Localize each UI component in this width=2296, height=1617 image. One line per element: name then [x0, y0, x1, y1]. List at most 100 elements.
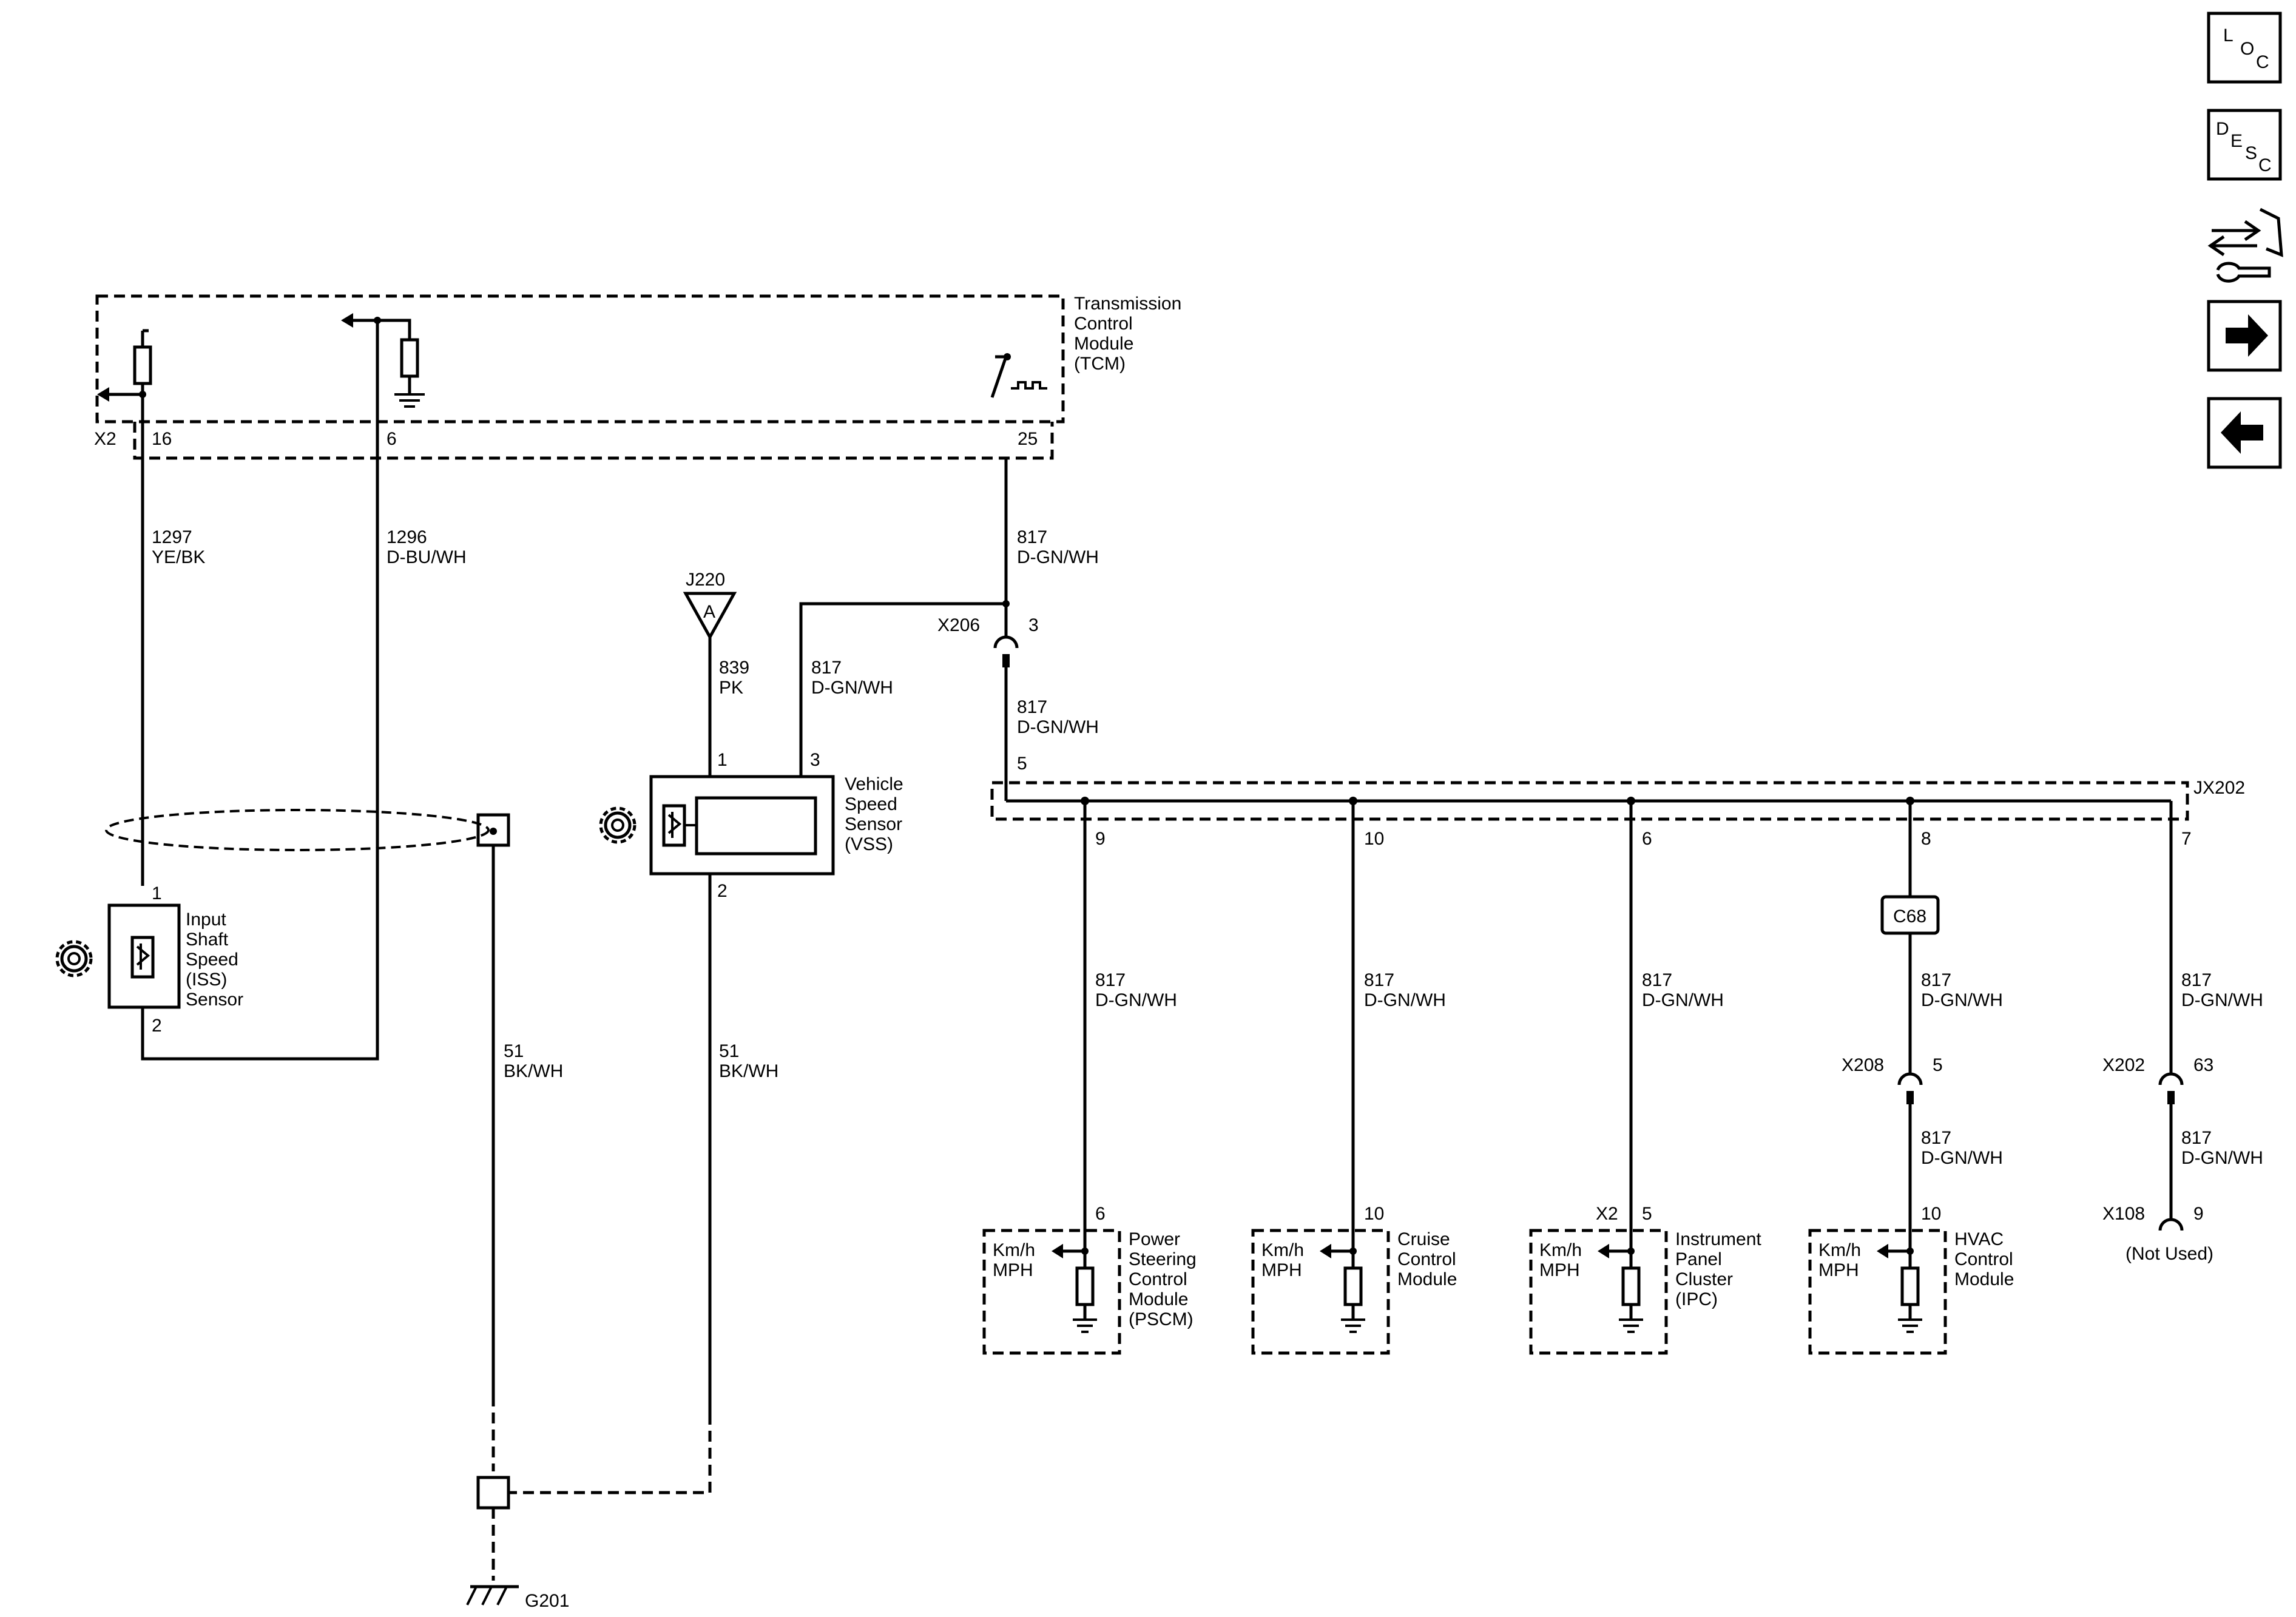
wire-817-cruise-color: D-GN/WH	[1364, 990, 1446, 1010]
pscm-label-5: (PSCM)	[1129, 1309, 1194, 1329]
jx202-splice: 5 JX202 9 10 6 8 7	[990, 754, 2245, 849]
vss-pin-3: 3	[810, 750, 820, 770]
ground-splice-box	[476, 1476, 510, 1510]
tcm-pin-25: 25	[1018, 429, 1038, 449]
wire-817-x108-number: 817	[2181, 1128, 2212, 1148]
tcm-label-4: (TCM)	[1074, 354, 1126, 374]
wire-817-pscm-color: D-GN/WH	[1095, 990, 1177, 1010]
x108-connector: X108 9 (Not Used)	[2102, 1204, 2213, 1264]
arrow-left-icon[interactable]	[2207, 397, 2282, 469]
iss-sensor: 1 2 Input Shaft Speed (ISS) Sensor	[107, 883, 243, 1036]
x202-name: X202	[2102, 1055, 2145, 1075]
x206-pin: 3	[1028, 615, 1039, 635]
hvac-unit-mph: MPH	[1818, 1260, 1859, 1280]
tcm-label-1: Transmission	[1074, 294, 1181, 314]
cruise-label-2: Control	[1397, 1249, 1456, 1269]
jx202-pin-6: 6	[1642, 829, 1652, 849]
pscm-unit-mph: MPH	[993, 1260, 1033, 1280]
tcm-pin-6: 6	[387, 429, 397, 449]
tcm-label-2: Control	[1074, 314, 1133, 334]
hvac-label-3: Module	[1954, 1269, 2014, 1289]
x202-connector: X202 63	[2102, 1055, 2213, 1104]
cruise-pin: 10	[1364, 1204, 1384, 1224]
desc-letter-s: S	[2245, 143, 2257, 163]
desc-button[interactable]: D E S C	[2207, 109, 2282, 181]
wire-1297-color: YE/BK	[152, 547, 205, 567]
wire-51-vss-number: 51	[719, 1041, 739, 1061]
wire-51-vss-color: BK/WH	[719, 1061, 778, 1081]
module-pscm: 6 Km/h MPH Power Steering Control Module…	[982, 1204, 1197, 1355]
hvac-pin: 10	[1921, 1204, 1941, 1224]
hvac-label-1: HVAC	[1954, 1229, 2004, 1249]
loc-letter-c: C	[2256, 52, 2269, 72]
j220-letter: A	[703, 602, 715, 622]
pscm-label-2: Steering	[1129, 1249, 1197, 1269]
wire-1296	[141, 320, 379, 1061]
wire-817-ipc-number: 817	[1642, 970, 1672, 990]
desc-letter-c: C	[2258, 155, 2272, 175]
ipc-unit-mph: MPH	[1539, 1260, 1580, 1280]
wire-1296-number: 1296	[387, 527, 427, 547]
jx202-pin-7: 7	[2181, 829, 2192, 849]
cruise-label-3: Module	[1397, 1269, 1457, 1289]
x208-pin: 5	[1933, 1055, 1943, 1075]
ipc-label-4: (IPC)	[1675, 1289, 1718, 1309]
jx202-name: JX202	[2193, 778, 2245, 798]
wire-839-color: PK	[719, 678, 743, 698]
jx202-pin-8: 8	[1921, 829, 1931, 849]
ground-g201-icon	[466, 1585, 519, 1605]
iss-pin-2: 2	[152, 1016, 162, 1036]
jx202-in-pin: 5	[1017, 754, 1027, 774]
tcm-label-3: Module	[1074, 334, 1133, 354]
module-hvac: 10 Km/h MPH HVAC Control Module	[1808, 1204, 2014, 1355]
pscm-label-3: Control	[1129, 1269, 1187, 1289]
wire-817-vss-number: 817	[811, 658, 842, 678]
cruise-unit-kmh: Km/h	[1261, 1240, 1304, 1260]
wire-817-hvac2-color: D-GN/WH	[1921, 1148, 2003, 1168]
wire-817-cruise-number: 817	[1364, 970, 1394, 990]
wire-817-x206-color: D-GN/WH	[1017, 717, 1099, 737]
wire-817-vss	[799, 602, 1006, 777]
ipc-pin: 5	[1642, 1204, 1652, 1224]
iss-label-5: Sensor	[186, 990, 243, 1010]
desc-letter-d: D	[2216, 119, 2229, 139]
vss-sensor: 1 3 2 Vehicle Speed Sensor (VSS)	[649, 750, 903, 901]
c68-label: C68	[1893, 906, 1926, 927]
wire-1297-number: 1297	[152, 527, 192, 547]
pscm-pin: 6	[1095, 1204, 1106, 1224]
wire-817-hvac2-number: 817	[1921, 1128, 1951, 1148]
x108-name: X108	[2102, 1204, 2145, 1224]
vss-label-4: (VSS)	[845, 834, 893, 854]
ipc-connector: X2	[1596, 1204, 1618, 1224]
x206-connector: X206 3	[937, 615, 1039, 667]
wire-817-tcm-color: D-GN/WH	[1017, 547, 1099, 567]
c68-connector: C68	[1880, 895, 1940, 935]
tcm-pin-16: 16	[152, 429, 172, 449]
ipc-unit-kmh: Km/h	[1539, 1240, 1582, 1260]
loc-button[interactable]: L O C	[2207, 12, 2282, 84]
vss-label-1: Vehicle	[845, 774, 903, 794]
pscm-label-1: Power	[1129, 1229, 1180, 1249]
desc-letter-e: E	[2230, 131, 2243, 151]
wire-817-tcm-number: 817	[1017, 527, 1047, 547]
wire-839-number: 839	[719, 658, 749, 678]
wire-817-pscm-number: 817	[1095, 970, 1126, 990]
module-ipc: X2 5 Km/h MPH Instrument Panel Cluster (…	[1529, 1204, 1761, 1355]
tcm-module: Transmission Control Module (TCM) X2 16 …	[94, 294, 1181, 460]
arrow-right-icon[interactable]	[2207, 300, 2282, 372]
wire-51-shield-color: BK/WH	[504, 1061, 563, 1081]
connector-wrench-icon[interactable]	[2207, 208, 2283, 283]
wire-817-x206-number: 817	[1017, 697, 1047, 717]
x108-note: (Not Used)	[2125, 1244, 2213, 1264]
wire-817-x202-color: D-GN/WH	[2181, 990, 2263, 1010]
vss-pin-1: 1	[717, 750, 728, 770]
wire-51-shield-number: 51	[504, 1041, 524, 1061]
iss-gear-icon	[55, 940, 93, 977]
iss-label-1: Input	[186, 910, 226, 930]
vss-gear-icon	[599, 806, 636, 844]
ipc-label-1: Instrument	[1675, 1229, 1761, 1249]
loc-letter-l: L	[2223, 25, 2234, 46]
hvac-unit-kmh: Km/h	[1818, 1240, 1861, 1260]
pscm-unit-kmh: Km/h	[993, 1240, 1035, 1260]
